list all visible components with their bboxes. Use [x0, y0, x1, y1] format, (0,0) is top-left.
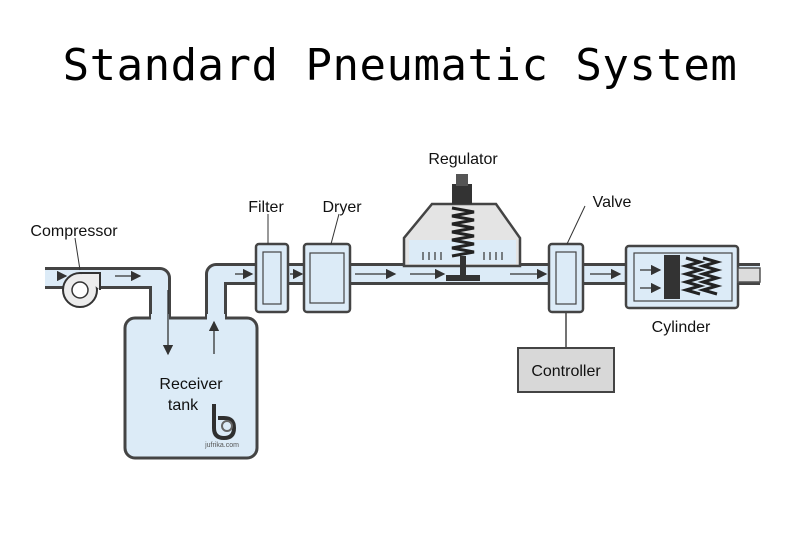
valve-label: Valve	[593, 194, 632, 211]
cylinder: Cylinder	[624, 244, 761, 336]
page-title: Standard Pneumatic System	[62, 40, 738, 91]
regulator-label: Regulator	[428, 151, 498, 168]
regulator-spring	[451, 206, 475, 258]
flow-arrows	[56, 268, 622, 282]
controller-label: Controller	[531, 363, 601, 380]
regulator: Regulator	[402, 151, 522, 281]
receiver-label-line1: Receiver	[159, 376, 223, 393]
compressor-label: Compressor	[30, 223, 118, 240]
valve: Valve	[547, 194, 632, 348]
filter-label: Filter	[248, 199, 284, 216]
filter: Filter	[248, 199, 290, 314]
dryer-label: Dryer	[322, 199, 362, 216]
watermark-logo: jufrika.com	[204, 404, 239, 449]
controller: Controller	[517, 347, 615, 393]
watermark-text: jufrika.com	[204, 442, 239, 449]
cylinder-label: Cylinder	[652, 319, 711, 336]
dryer: Dryer	[302, 199, 362, 314]
compressor: Compressor	[30, 223, 118, 308]
receiver-label-line2: tank	[168, 397, 199, 414]
receiver-tank: Receiver tank	[123, 290, 259, 460]
